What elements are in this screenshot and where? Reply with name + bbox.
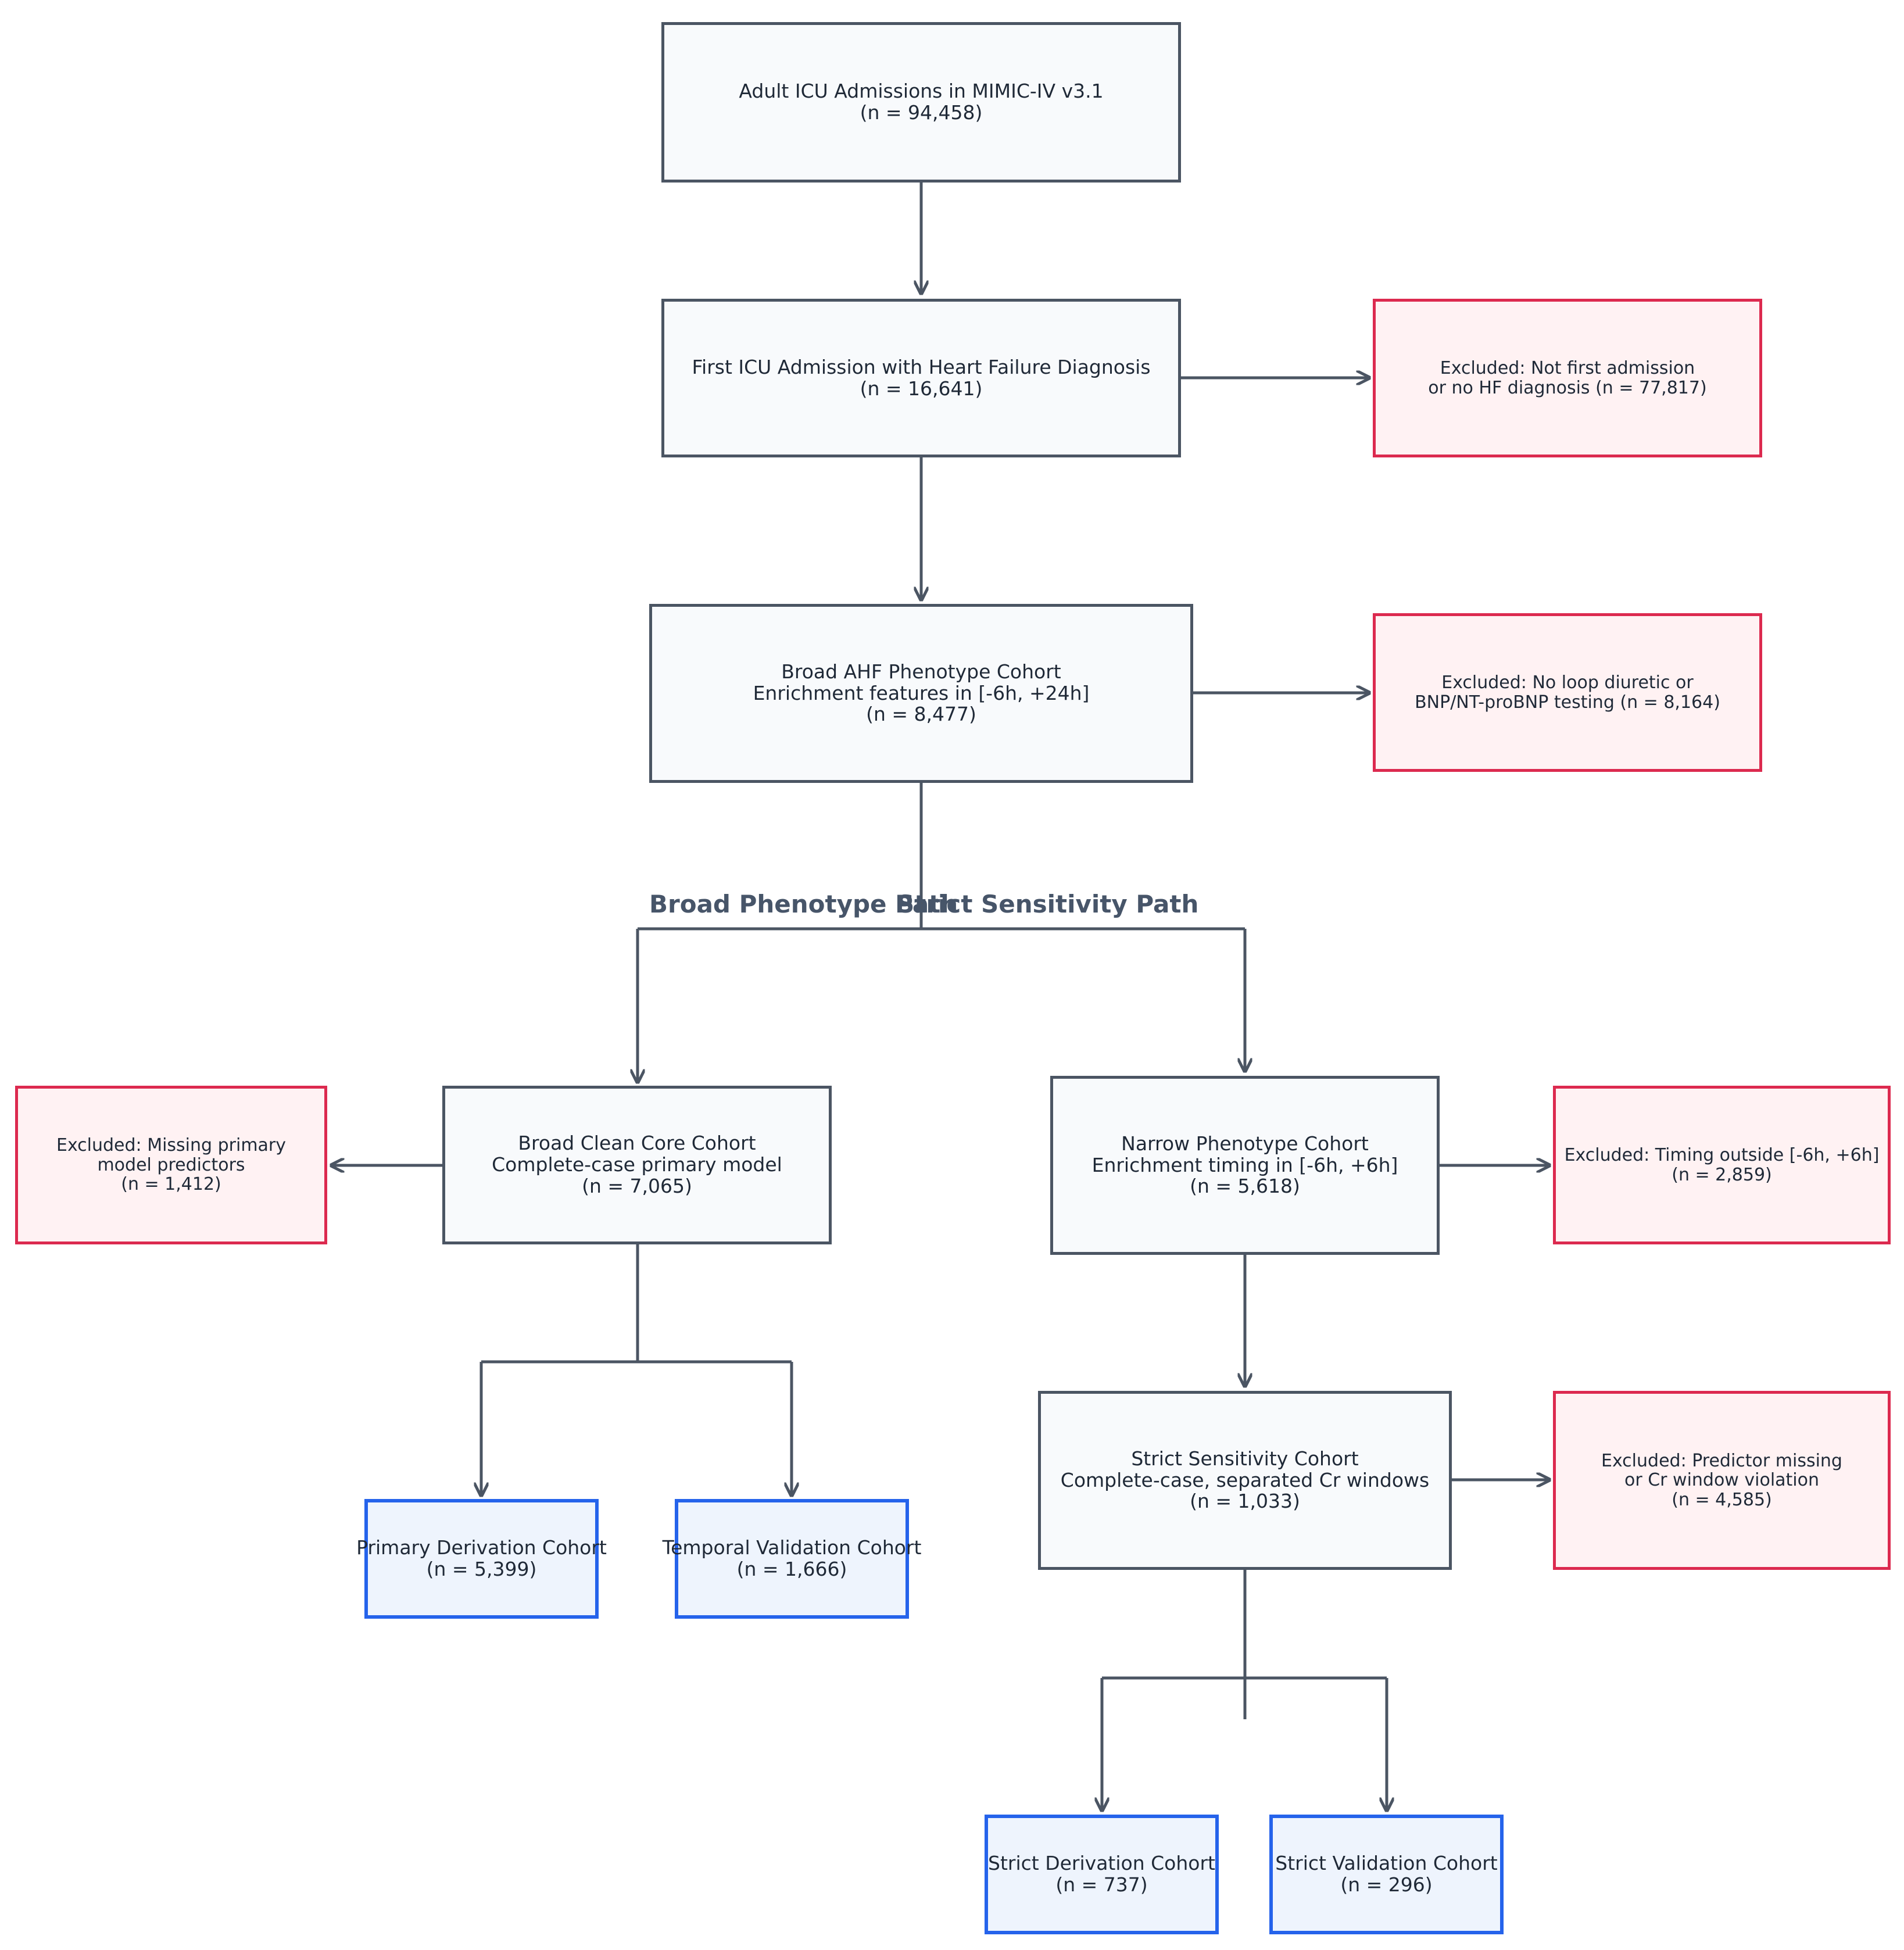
path-label-strict: Strict Sensitivity Path — [897, 890, 1199, 918]
exclusion-timing-outside: Excluded: Timing outside [-6h, +6h] (n =… — [1553, 1086, 1891, 1244]
node-adult-icu: Adult ICU Admissions in MIMIC-IV v3.1 (n… — [661, 22, 1181, 183]
exclusion-not-first-admission: Excluded: Not first admission or no HF d… — [1373, 299, 1762, 457]
node-strict-derivation: Strict Derivation Cohort (n = 737) — [985, 1815, 1219, 1934]
path-label-broad: Broad Phenotype Path — [649, 890, 958, 918]
exclusion-predictor-missing: Excluded: Predictor missing or Cr window… — [1553, 1391, 1891, 1570]
node-broad-clean-core: Broad Clean Core Cohort Complete-case pr… — [442, 1086, 832, 1244]
node-primary-derivation: Primary Derivation Cohort (n = 5,399) — [356, 1499, 607, 1619]
node-broad-ahf: Broad AHF Phenotype Cohort Enrichment fe… — [649, 604, 1193, 783]
node-narrow-phenotype: Narrow Phenotype Cohort Enrichment timin… — [1050, 1076, 1440, 1255]
exclusion-missing-predictors: Excluded: Missing primary model predicto… — [15, 1086, 327, 1244]
node-temporal-validation: Temporal Validation Cohort (n = 1,666) — [663, 1499, 921, 1619]
node-first-icu-hf: First ICU Admission with Heart Failure D… — [661, 299, 1181, 457]
node-strict-sensitivity: Strict Sensitivity Cohort Complete-case,… — [1038, 1391, 1452, 1570]
exclusion-no-loop-diuretic: Excluded: No loop diuretic or BNP/NT-pro… — [1373, 613, 1762, 772]
node-strict-validation: Strict Validation Cohort (n = 296) — [1269, 1815, 1504, 1934]
